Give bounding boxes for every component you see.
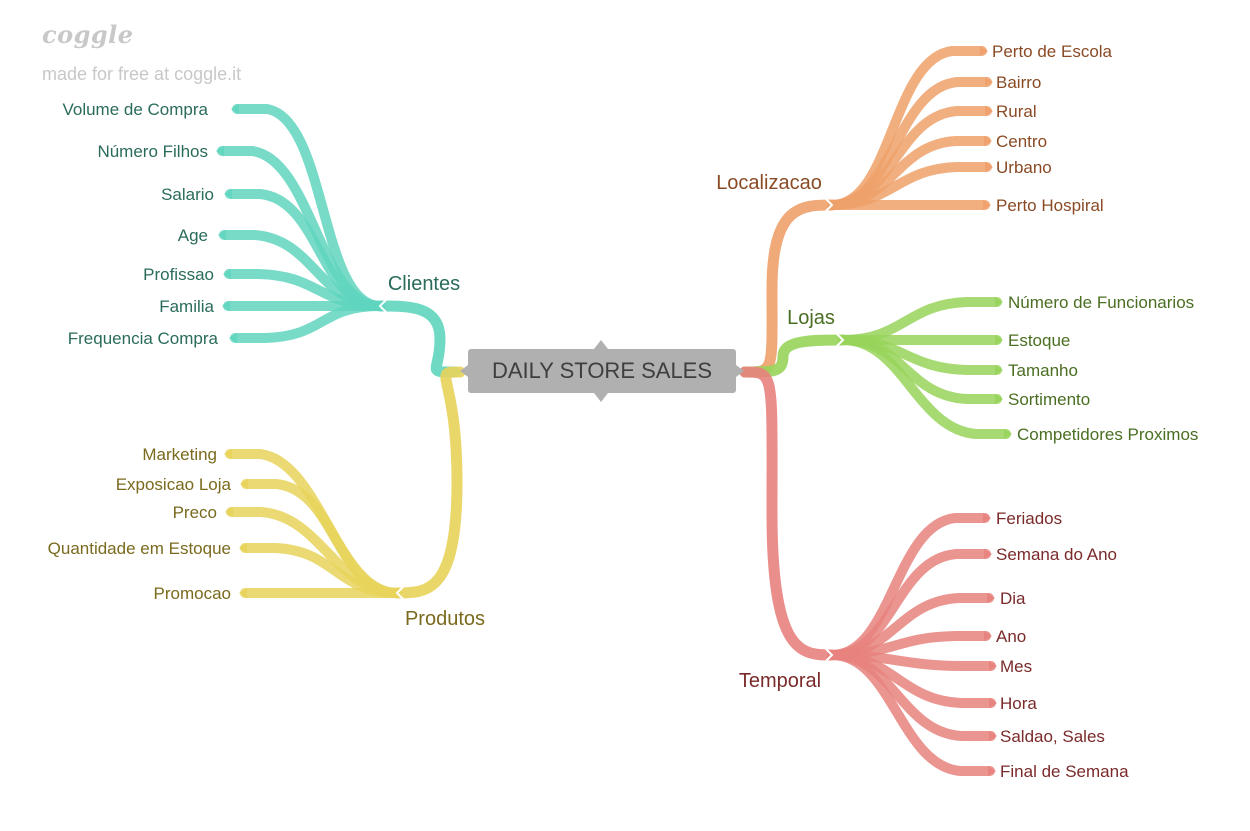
leaf-arrow-profissao bbox=[223, 269, 231, 279]
coggle-logo: coggle bbox=[42, 20, 134, 49]
branch-link-clientes bbox=[374, 300, 461, 378]
node-marketing[interactable]: Marketing bbox=[142, 445, 217, 464]
leaf-arrow-final-de-semana bbox=[988, 766, 996, 776]
node-salario[interactable]: Salario bbox=[161, 185, 214, 204]
leaf-arrow-urbano bbox=[985, 162, 993, 172]
branch-clientes[interactable]: Clientes bbox=[388, 273, 460, 295]
node-numero-de-funcionarios[interactable]: Número de Funcionarios bbox=[1008, 293, 1194, 312]
node-volume-de-compra[interactable]: Volume de Compra bbox=[62, 100, 208, 119]
links-layer bbox=[216, 46, 1012, 776]
node-bairro[interactable]: Bairro bbox=[996, 73, 1041, 92]
leaf-arrow-numero-de-funcionarios bbox=[995, 297, 1003, 307]
node-final-de-semana[interactable]: Final de Semana bbox=[1000, 762, 1129, 781]
node-hora[interactable]: Hora bbox=[1000, 694, 1037, 713]
leaf-arrow-saldao-sales bbox=[989, 731, 997, 741]
branch-link-produtos bbox=[391, 366, 466, 599]
hub-chevron-clientes bbox=[378, 299, 387, 313]
node-semana-do-ano[interactable]: Semana do Ano bbox=[996, 545, 1117, 564]
leaf-arrow-promocao bbox=[239, 588, 247, 598]
leaf-arrow-estoque bbox=[995, 335, 1003, 345]
node-mes[interactable]: Mes bbox=[1000, 657, 1032, 676]
leaf-link-quantidade-em-estoque bbox=[240, 543, 402, 598]
node-age[interactable]: Age bbox=[178, 226, 208, 245]
leaf-link-competidores-proximos bbox=[838, 335, 1011, 439]
node-preco[interactable]: Preco bbox=[173, 503, 217, 522]
leaf-arrow-perto-hospiral bbox=[983, 200, 991, 210]
leaf-link-numero-de-funcionarios bbox=[838, 297, 1002, 345]
node-feriados[interactable]: Feriados bbox=[996, 509, 1062, 528]
node-competidores-proximos[interactable]: Competidores Proximos bbox=[1017, 425, 1198, 444]
node-saldao-sales[interactable]: Saldao, Sales bbox=[1000, 727, 1105, 746]
branch-localizacao[interactable]: Localizacao bbox=[716, 172, 822, 194]
central-top-notch bbox=[594, 340, 608, 349]
leaf-arrow-tamanho bbox=[995, 365, 1003, 375]
node-profissao[interactable]: Profissao bbox=[143, 265, 214, 284]
leaf-arrow-frequencia-compra bbox=[229, 333, 237, 343]
leaf-arrow-perto-de-escola bbox=[980, 46, 988, 56]
hub-chevron-produtos bbox=[395, 586, 404, 600]
leaf-arrow-bairro bbox=[985, 77, 993, 87]
branch-lojas[interactable]: Lojas bbox=[787, 307, 835, 329]
leaf-link-frequencia-compra bbox=[230, 301, 385, 343]
leaf-link-urbano bbox=[827, 162, 992, 210]
leaf-arrow-dia bbox=[987, 593, 995, 603]
central-node-box bbox=[468, 349, 736, 393]
central-bottom-notch bbox=[594, 393, 608, 402]
node-perto-de-escola[interactable]: Perto de Escola bbox=[992, 42, 1113, 61]
leaf-arrow-numero-filhos bbox=[216, 146, 224, 156]
leaf-arrow-sortimento bbox=[995, 394, 1003, 404]
node-numero-filhos[interactable]: Número Filhos bbox=[97, 142, 208, 161]
leaf-arrow-rural bbox=[985, 106, 993, 116]
leaf-arrow-age bbox=[218, 230, 226, 240]
made-with-caption: made for free at coggle.it bbox=[42, 64, 242, 84]
leaf-arrow-marketing bbox=[224, 449, 232, 459]
hub-chevron-localizacao bbox=[825, 198, 834, 212]
node-promocao[interactable]: Promocao bbox=[154, 584, 231, 603]
leaf-arrow-volume-de-compra bbox=[231, 104, 239, 114]
leaf-arrow-competidores-proximos bbox=[1004, 429, 1012, 439]
central-node[interactable]: DAILY STORE SALES bbox=[460, 340, 744, 402]
branch-link-temporal bbox=[739, 366, 838, 661]
node-tamanho[interactable]: Tamanho bbox=[1008, 361, 1078, 380]
leaf-arrow-salario bbox=[224, 189, 232, 199]
node-frequencia-compra[interactable]: Frequencia Compra bbox=[68, 329, 219, 348]
leaf-arrow-centro bbox=[984, 136, 992, 146]
node-urbano[interactable]: Urbano bbox=[996, 158, 1052, 177]
leaf-arrow-feriados bbox=[983, 513, 991, 523]
central-node-label: DAILY STORE SALES bbox=[492, 358, 712, 383]
leaf-arrow-mes bbox=[989, 661, 997, 671]
node-rural[interactable]: Rural bbox=[996, 102, 1037, 121]
node-sortimento[interactable]: Sortimento bbox=[1008, 390, 1090, 409]
central-right-notch bbox=[736, 365, 744, 377]
node-familia[interactable]: Familia bbox=[159, 297, 214, 316]
leaf-arrow-ano bbox=[984, 631, 992, 641]
leaf-arrow-semana-do-ano bbox=[984, 549, 992, 559]
branch-temporal[interactable]: Temporal bbox=[739, 670, 821, 692]
node-perto-hospiral[interactable]: Perto Hospiral bbox=[996, 196, 1104, 215]
node-quantidade-em-estoque[interactable]: Quantidade em Estoque bbox=[48, 539, 231, 558]
leaf-arrow-hora bbox=[989, 698, 997, 708]
hub-chevron-lojas bbox=[836, 333, 845, 347]
node-centro[interactable]: Centro bbox=[996, 132, 1047, 151]
leaf-link-exposicao-loja bbox=[241, 479, 402, 598]
node-dia[interactable]: Dia bbox=[1000, 589, 1026, 608]
hub-chevron-temporal bbox=[825, 648, 834, 662]
branch-link-lojas bbox=[739, 334, 849, 378]
node-ano[interactable]: Ano bbox=[996, 627, 1026, 646]
node-estoque[interactable]: Estoque bbox=[1008, 331, 1070, 350]
leaf-link-final-de-semana bbox=[827, 650, 995, 776]
leaf-arrow-preco bbox=[225, 507, 233, 517]
leaf-link-marketing bbox=[225, 449, 402, 598]
central-left-notch bbox=[460, 365, 468, 377]
leaf-arrow-familia bbox=[222, 301, 230, 311]
leaf-arrow-exposicao-loja bbox=[240, 479, 248, 489]
node-exposicao-loja[interactable]: Exposicao Loja bbox=[116, 475, 232, 494]
leaf-arrow-quantidade-em-estoque bbox=[239, 543, 247, 553]
branch-produtos[interactable]: Produtos bbox=[405, 608, 485, 630]
